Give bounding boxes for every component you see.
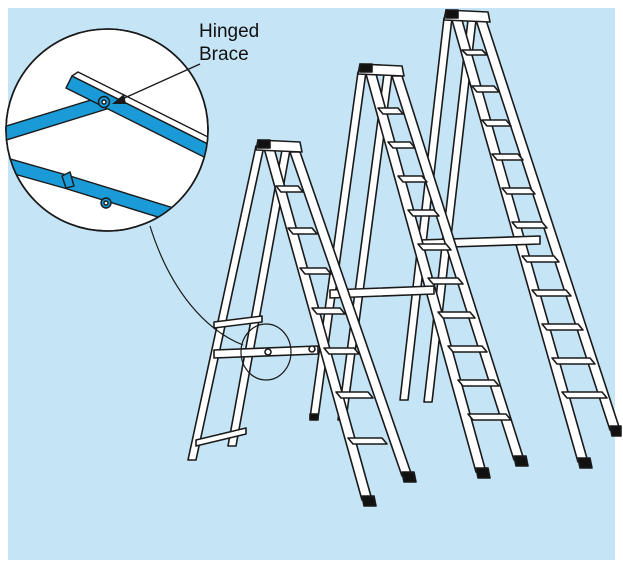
short-ladder [188, 140, 416, 506]
magnified-inset [0, 29, 222, 231]
short-ladder-foot [362, 496, 376, 506]
callout-label-line1: Hinged [199, 20, 259, 43]
middle-ladder-foot [476, 468, 490, 478]
short-ladder-back-leg [188, 146, 264, 460]
middle-ladder-back-leg [310, 72, 366, 418]
tall-ladder-right-rail [476, 20, 620, 430]
tall-ladder-foot [578, 458, 592, 468]
tall-ladder [400, 10, 621, 468]
hinged-brace-label: Hinged Brace [199, 20, 259, 66]
callout-label-line2: Brace [199, 43, 259, 66]
